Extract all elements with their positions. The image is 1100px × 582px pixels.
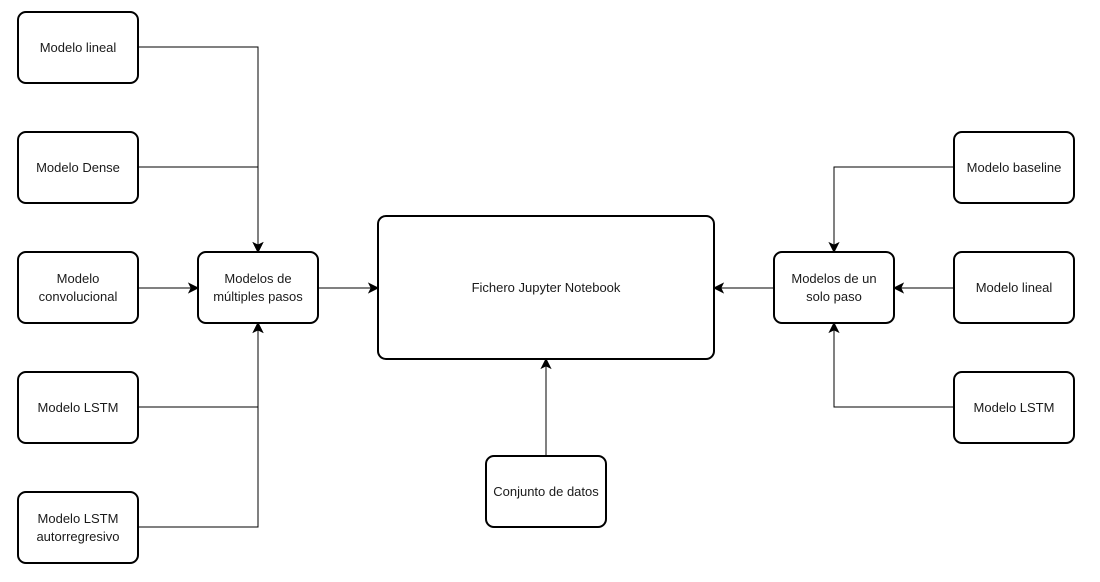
node-label-line: múltiples pasos (213, 289, 303, 304)
node-label-line: Modelo LSTM (38, 511, 119, 526)
node-label: Modelo convolucional (39, 271, 118, 304)
node-label-line: convolucional (39, 289, 118, 304)
node-modelo-lineal-right: Modelo lineal (953, 251, 1075, 324)
node-label-line: Conjunto de datos (493, 484, 599, 499)
edge-modelo-lstm-autorregresivo-to-modelos-multiples-pasos (138, 321, 264, 528)
edges-layer (138, 46, 954, 528)
edge-modelos-un-solo-paso-to-fichero-jupyter (712, 282, 774, 294)
edge-line (833, 166, 954, 252)
arrowhead-icon (367, 282, 380, 294)
node-box (953, 131, 1075, 204)
node-label: Modelo Dense (36, 160, 120, 175)
node-label: Fichero Jupyter Notebook (472, 280, 621, 295)
node-fichero-jupyter: Fichero Jupyter Notebook (377, 215, 715, 360)
node-label: Modelo LSTM (974, 400, 1055, 415)
node-box (953, 371, 1075, 444)
edge-line (138, 166, 259, 252)
node-modelo-lineal-left: Modelo lineal (17, 11, 139, 84)
node-label-line: Modelo lineal (40, 40, 117, 55)
node-modelo-convolucional: Modelo convolucional (17, 251, 139, 324)
node-label-line: Modelo LSTM (974, 400, 1055, 415)
node-label: Conjunto de datos (493, 484, 599, 499)
node-box (485, 455, 607, 528)
node-label-line: Modelos de (224, 271, 291, 286)
node-modelo-lstm-right: Modelo LSTM (953, 371, 1075, 444)
node-label: Modelo lineal (40, 40, 117, 55)
arrowhead-icon (892, 282, 905, 294)
node-box (953, 251, 1075, 324)
node-modelo-lstm-autorregresivo: Modelo LSTM autorregresivo (17, 491, 139, 564)
arrowhead-icon (828, 241, 840, 254)
node-modelos-multiples-pasos: Modelos de múltiples pasos (197, 251, 319, 324)
edge-modelo-dense-to-modelos-multiples-pasos (138, 166, 264, 254)
arrowhead-icon (252, 321, 264, 334)
edge-modelo-lstm-right-to-modelos-un-solo-paso (828, 321, 954, 408)
node-box (773, 251, 895, 324)
edge-modelo-lstm-left-to-modelos-multiples-pasos (138, 321, 264, 408)
node-label-line: solo paso (806, 289, 862, 304)
node-label: Modelo LSTM autorregresivo (36, 511, 119, 544)
node-label-line: Modelo baseline (967, 160, 1062, 175)
node-modelo-baseline: Modelo baseline (953, 131, 1075, 204)
node-label: Modelo lineal (976, 280, 1053, 295)
node-label-line: Modelo lineal (976, 280, 1053, 295)
edge-modelos-multiples-pasos-to-fichero-jupyter (318, 282, 380, 294)
node-modelo-dense: Modelo Dense (17, 131, 139, 204)
node-box (17, 131, 139, 204)
node-label: Modelos de un solo paso (791, 271, 876, 304)
node-label-line: autorregresivo (36, 529, 119, 544)
arrowhead-icon (187, 282, 200, 294)
arrowhead-icon (712, 282, 725, 294)
node-box (197, 251, 319, 324)
node-label: Modelo baseline (967, 160, 1062, 175)
node-label: Modelos de múltiples pasos (213, 271, 303, 304)
edge-modelo-convolucional-to-modelos-multiples-pasos (138, 282, 200, 294)
node-box (377, 215, 715, 360)
node-modelos-un-solo-paso: Modelos de un solo paso (773, 251, 895, 324)
edge-line (138, 323, 259, 408)
node-label-line: Fichero Jupyter Notebook (472, 280, 621, 295)
arrowhead-icon (828, 321, 840, 334)
node-label-line: Modelos de un (791, 271, 876, 286)
node-box (17, 251, 139, 324)
node-modelo-lstm-left: Modelo LSTM (17, 371, 139, 444)
node-box (17, 11, 139, 84)
arrowhead-icon (540, 357, 552, 370)
arrowhead-icon (252, 241, 264, 254)
edge-line (138, 323, 259, 528)
node-box (17, 491, 139, 564)
node-label-line: Modelo LSTM (38, 400, 119, 415)
edge-line (138, 46, 259, 252)
node-label-line: Modelo Dense (36, 160, 120, 175)
edge-modelo-lineal-right-to-modelos-un-solo-paso (892, 282, 954, 294)
edge-modelo-baseline-to-modelos-un-solo-paso (828, 166, 954, 254)
node-box (17, 371, 139, 444)
edge-conjunto-datos-to-fichero-jupyter (540, 357, 552, 456)
node-label: Modelo LSTM (38, 400, 119, 415)
node-label-line: Modelo (57, 271, 100, 286)
edge-line (833, 323, 954, 408)
node-conjunto-datos: Conjunto de datos (485, 455, 607, 528)
edge-modelo-lineal-left-to-modelos-multiples-pasos (138, 46, 264, 254)
